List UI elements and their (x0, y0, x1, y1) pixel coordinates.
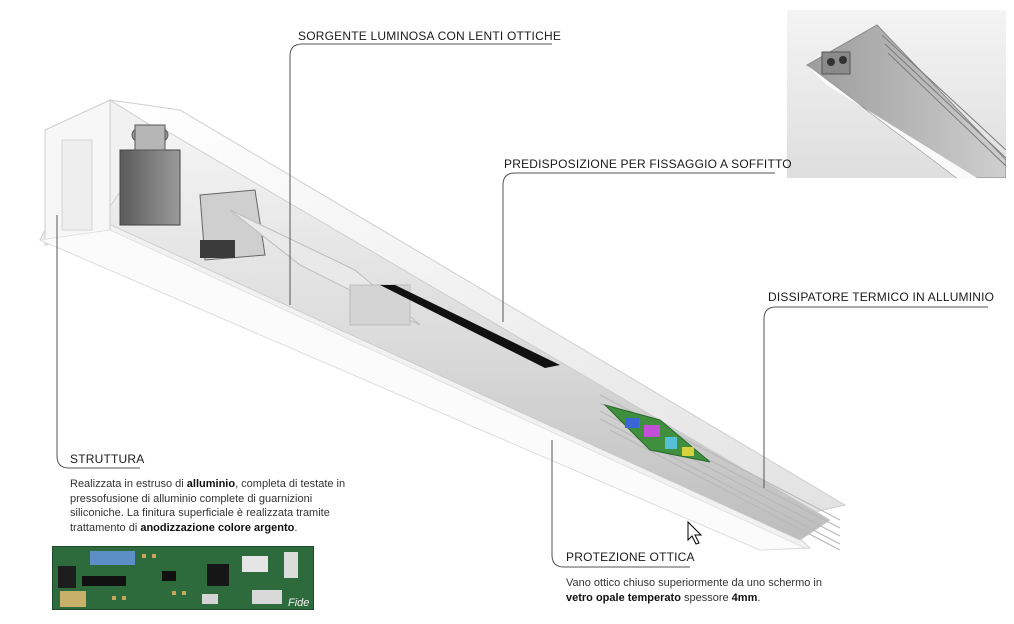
callout-dissipatore-termico: DISSIPATORE TERMICO IN ALLUMINIO (768, 290, 995, 304)
struttura-desc-text-1: Realizzata in estruso di (70, 478, 187, 490)
led-strip-slot (380, 285, 560, 368)
protezione-desc-bold-1: vetro opale temperato (566, 591, 681, 604)
pcb-logo: Fide (288, 597, 309, 609)
optical-diffuser (38, 229, 806, 551)
protezione-desc-text-3: . (757, 591, 761, 604)
connector-block (119, 149, 181, 226)
callout-predisposizione-fissaggio: PREDISPOSIZIONE PER FISSAGGIO A SOFFITTO (504, 157, 792, 171)
product-photo (787, 10, 1006, 178)
mouse-cursor-icon (687, 520, 703, 545)
callout-lines (56, 43, 988, 568)
protezione-desc-text-2: spessore (680, 591, 732, 604)
bracket-clip (200, 240, 235, 258)
callout-sorgente-luminosa: SORGENTE LUMINOSA CON LENTI OTTICHE (298, 29, 562, 43)
product-photo-image (787, 10, 1006, 178)
struttura-description: Realizzata in estruso di alluminio, comp… (70, 477, 350, 535)
driver-pcb-photo: Fide (52, 546, 314, 610)
cable-gland-body (134, 124, 166, 151)
protezione-description: Vano ottico chiuso superiormente da uno … (566, 576, 836, 605)
struttura-desc-text-2: , completa di testate in pressofusione d… (70, 478, 346, 534)
struttura-desc-bold-2: anodizzazione colore argento (140, 521, 295, 534)
struttura-desc-text-3: . (294, 521, 298, 534)
driver-pcb-image: Fide (52, 546, 314, 610)
electronics-board (603, 404, 711, 463)
protezione-desc-text-1: Vano ottico chiuso superiormente da uno … (566, 577, 822, 589)
callout-protezione-ottica: PROTEZIONE OTTICA (566, 550, 695, 564)
protezione-desc-bold-2: 4mm (731, 591, 758, 604)
end-cap-slot (61, 139, 93, 231)
callout-struttura: STRUTTURA (70, 452, 145, 466)
struttura-desc-bold-1: alluminio (186, 478, 236, 490)
